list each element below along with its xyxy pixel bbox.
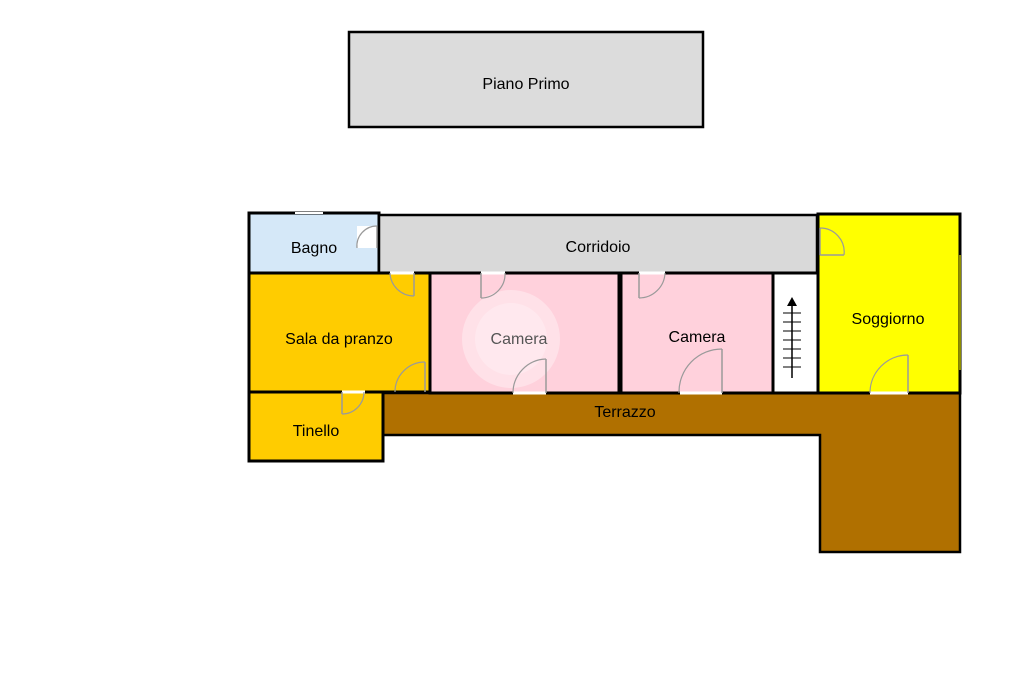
door-soggiorno-terrazzo [869, 354, 909, 395]
stairs-area [771, 271, 820, 395]
door-camera-1-corridoio [480, 271, 506, 299]
camera-2-area [619, 271, 775, 395]
doors [341, 225, 909, 415]
door-soggiorno-corridoio [819, 227, 845, 256]
corridoio-area [377, 213, 819, 275]
door-tinello [341, 390, 365, 415]
page-title: Piano Primo [482, 76, 569, 93]
sala-da-pranzo-label: Sala da pranzo [285, 331, 393, 348]
circle-watermark-icon [462, 290, 560, 388]
title-box: Piano Primo [347, 30, 705, 129]
tinello-area [247, 390, 385, 463]
door-bagno [356, 225, 378, 249]
soggiorno-label: Soggiorno [852, 311, 925, 328]
soggiorno-area [816, 212, 962, 395]
door-camera-1-terrazzo [512, 358, 547, 395]
room-camera-2: Camera [619, 271, 775, 395]
door-camera-2-corridoio [638, 271, 666, 299]
terrazzo-area [381, 391, 962, 554]
door-camera-2-terrazzo [678, 348, 723, 395]
camera-2-label: Camera [669, 329, 726, 346]
stairs-arrow-up-icon [783, 297, 801, 378]
door-sala-terrazzo [394, 361, 426, 393]
circle-watermark-ring [475, 303, 547, 375]
stairs [771, 271, 820, 395]
room-tinello: Tinello [247, 390, 385, 463]
terrazzo-label: Terrazzo [594, 404, 655, 421]
door-sala-corridoio [389, 271, 415, 297]
room-terrazzo: Terrazzo [381, 391, 962, 554]
room-soggiorno: Soggiorno [816, 212, 962, 395]
bagno-label: Bagno [291, 240, 337, 257]
title-box-frame [347, 30, 705, 129]
corridoio-label: Corridoio [566, 239, 631, 256]
tinello-label: Tinello [293, 423, 340, 440]
camera-1-label: Camera [491, 331, 548, 348]
room-sala-da-pranzo: Sala da pranzo [247, 271, 432, 394]
room-corridoio: Corridoio [377, 213, 819, 275]
camera-1-area [428, 271, 621, 395]
room-camera-1: Camera [428, 271, 621, 395]
room-bagno: Bagno [247, 211, 381, 275]
